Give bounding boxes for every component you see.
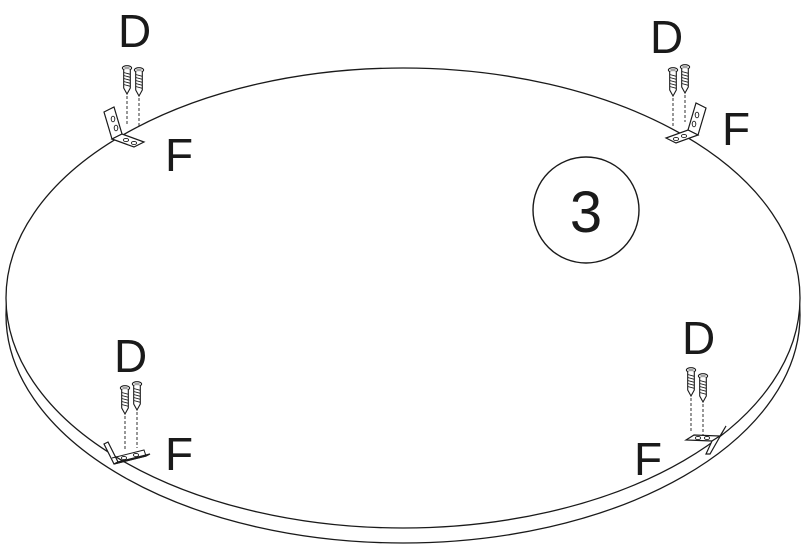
bracket-icon [665,102,707,144]
bracket-label: F [634,433,662,485]
screw-label: D [650,11,683,63]
corner-top-right: D F [650,11,750,155]
screw-icon [121,65,133,95]
screw-label: D [682,312,715,364]
bracket-label: F [165,428,193,480]
step-badge: 3 [532,156,640,264]
bracket-icon [103,441,151,465]
bracket-label: F [722,103,750,155]
corner-top-left: D F [103,5,193,181]
screw-label: D [118,5,151,57]
bracket-icon [684,425,727,455]
bracket-label: F [165,129,193,181]
screw-icon [679,64,691,94]
corner-bottom-right: D F [634,312,727,485]
corner-bottom-left: D F [103,330,193,480]
screw-icon [667,67,679,97]
step-circle [532,156,640,264]
screw-label: D [114,330,147,382]
screw-icon [133,67,145,97]
step-number: 3 [570,180,602,245]
